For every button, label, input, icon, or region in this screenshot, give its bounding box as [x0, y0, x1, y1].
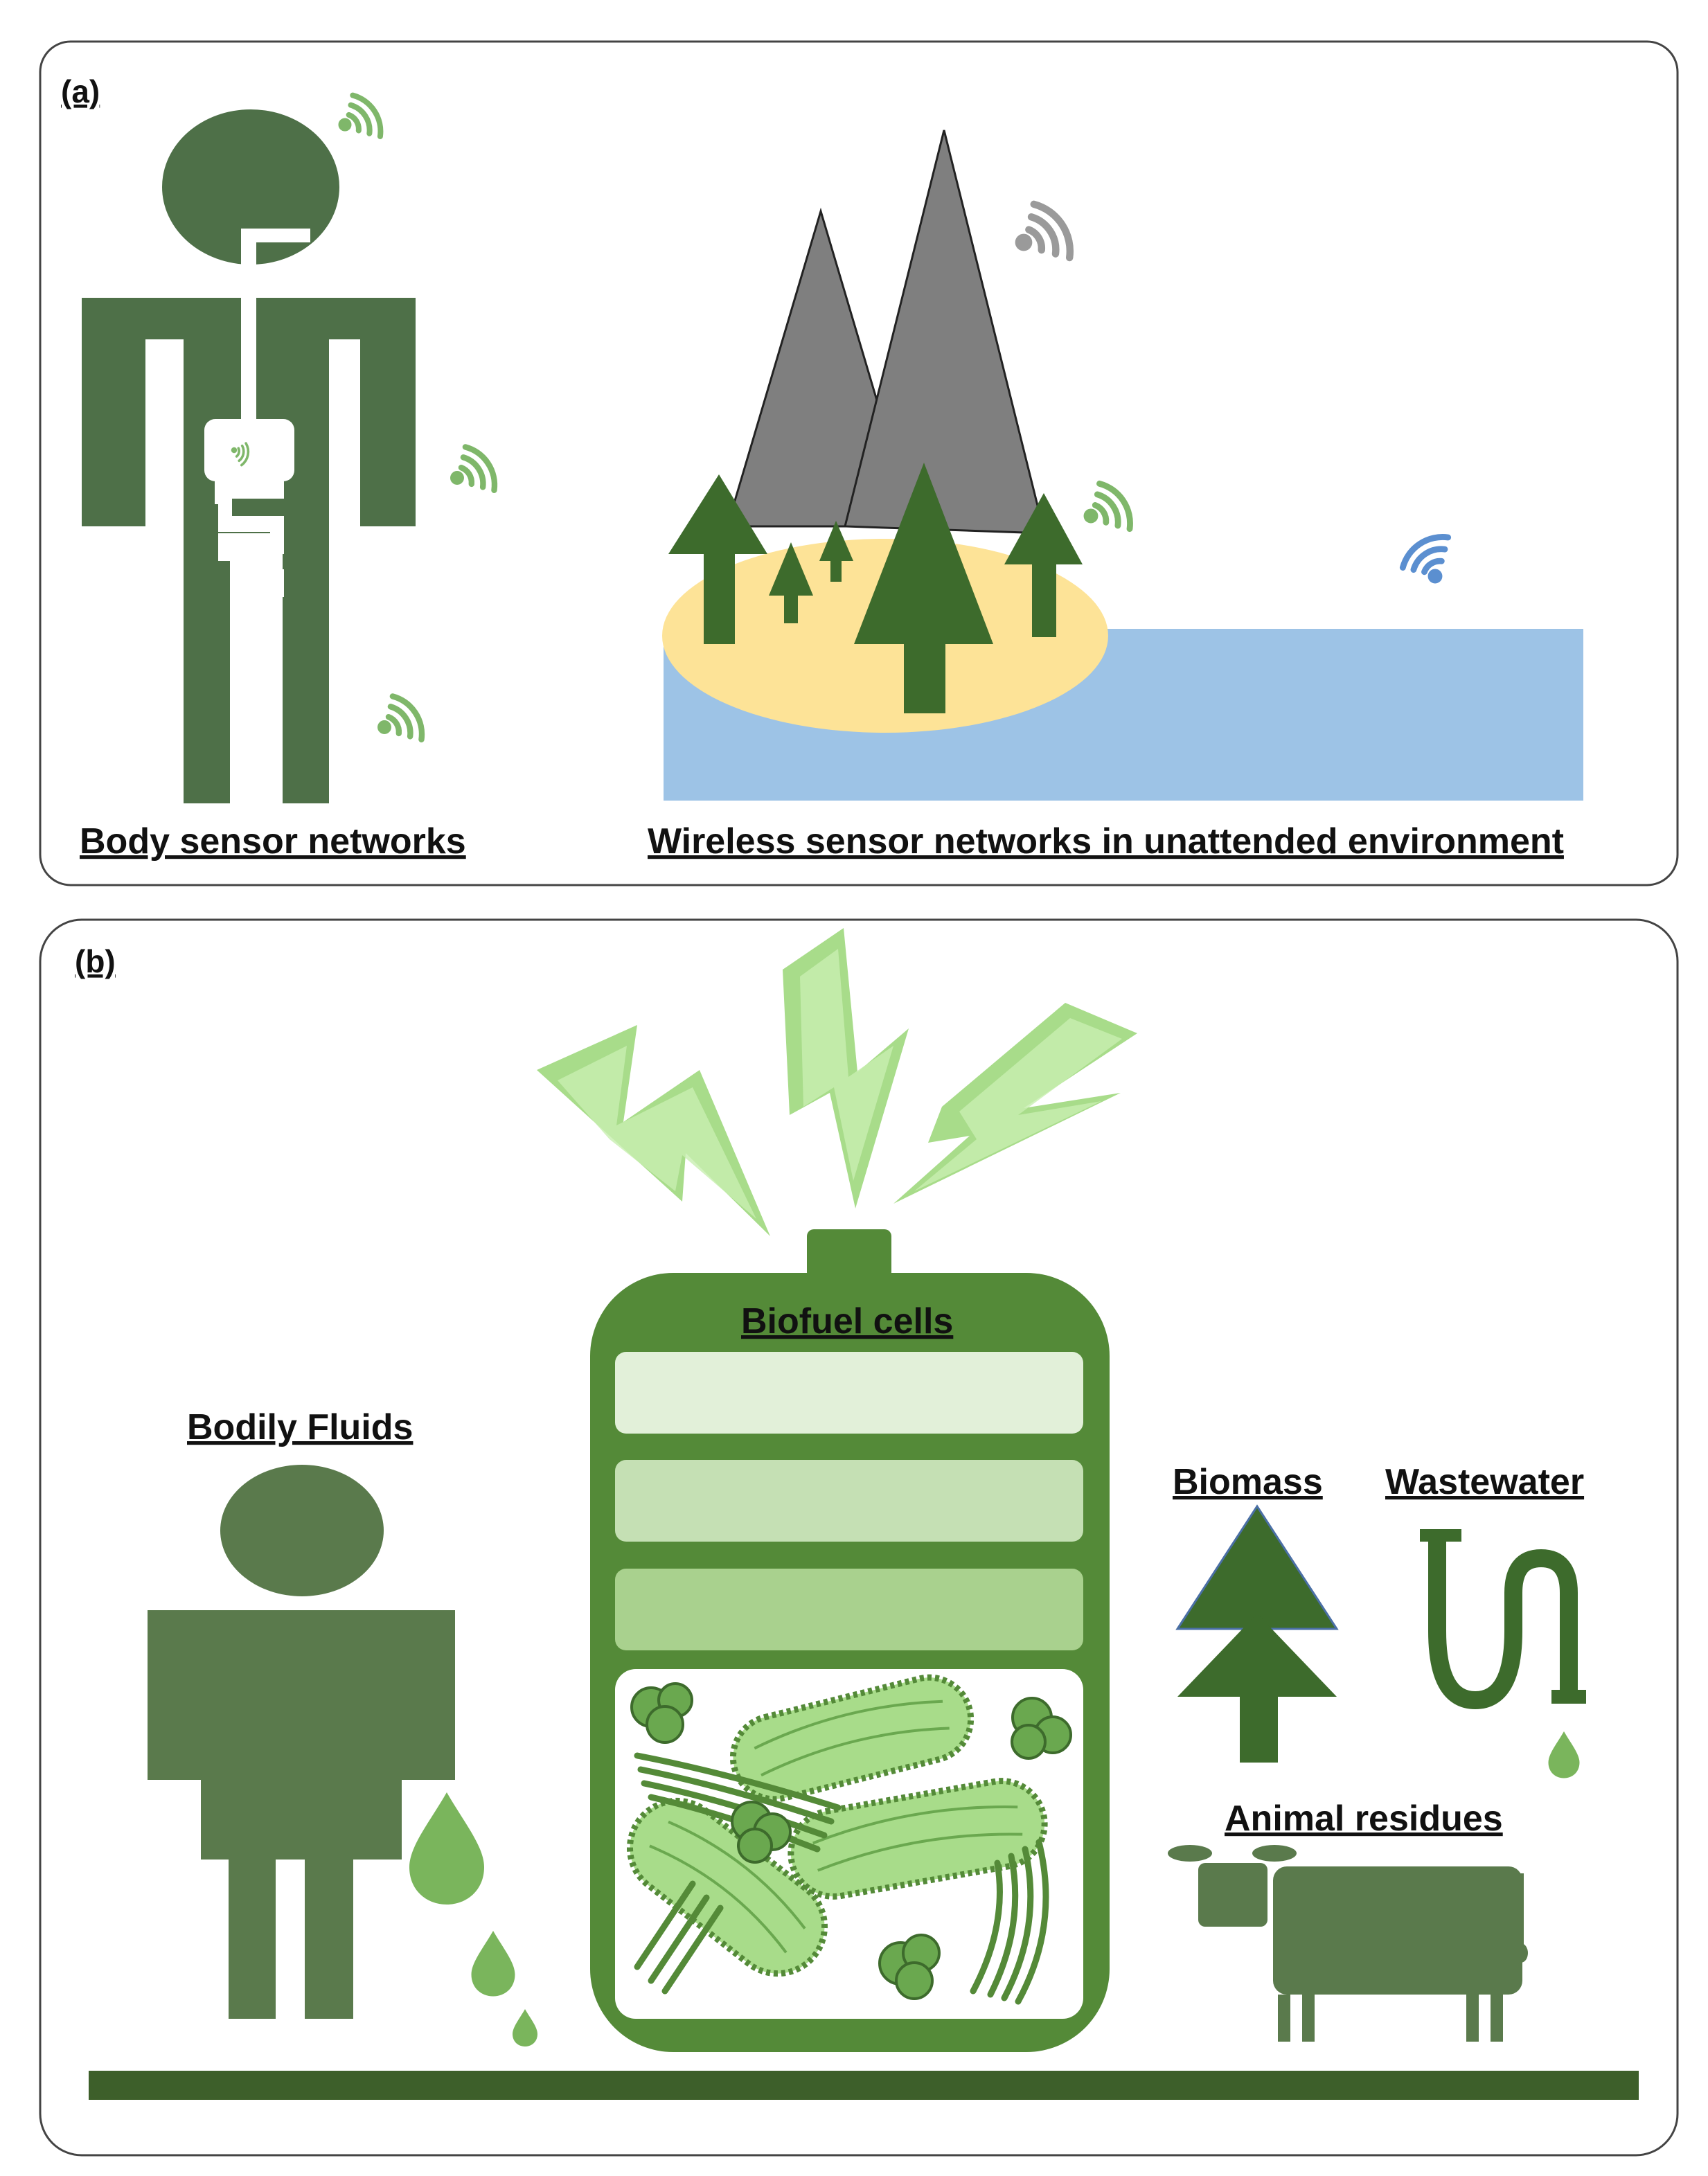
bacterium-rod-3: [788, 1778, 1048, 1900]
tree-small-1: [769, 542, 813, 623]
lightning-bolt-left: [537, 1025, 770, 1236]
tree-right: [1004, 493, 1083, 637]
environment-scene: [662, 130, 1583, 801]
animal-residues-label: Animal residues: [1225, 1799, 1503, 1839]
biomass-label: Biomass: [1173, 1462, 1323, 1502]
bacterium-rod-1: [729, 1674, 975, 1803]
biomass-tree-icon: [1175, 1504, 1339, 1763]
battery-cell-3: [615, 1569, 1083, 1650]
panel-b-tag: (b): [75, 943, 116, 979]
tree-far-left: [668, 474, 767, 644]
filament-bundle-2: [970, 1839, 1049, 2005]
ground-bar: [89, 2071, 1639, 2100]
battery-cell-2: [615, 1460, 1083, 1542]
microbe-cluster-2: [1011, 1697, 1072, 1760]
microbe-cluster-1: [630, 1682, 693, 1744]
microbe-cluster-4: [878, 1934, 941, 2000]
human-figure-bodily-fluids: [148, 1465, 455, 2019]
panel-a-tag: (a): [61, 73, 100, 109]
microbes-illustration: [627, 1674, 1072, 2005]
bodily-fluids-label: Bodily Fluids: [187, 1407, 413, 1447]
battery-cell-1: [615, 1352, 1083, 1434]
wsn-caption: Wireless sensor networks in unattended e…: [648, 821, 1564, 862]
biofuel-cells-label: Biofuel cells: [741, 1301, 953, 1341]
wastewater-label: Wastewater: [1385, 1462, 1584, 1502]
lightning-bolt-right: [893, 1003, 1137, 1204]
filament-bundle-3: [634, 1880, 724, 1995]
tree-center: [854, 463, 993, 713]
tree-small-2: [819, 521, 853, 582]
microbe-cluster-3: [731, 1801, 792, 1864]
biofuel-cell-battery: [590, 1229, 1110, 2052]
body-sensor-caption: Body sensor networks: [80, 821, 466, 862]
filament-bundle-1: [634, 1752, 842, 1853]
cow-icon: [1168, 1845, 1528, 2042]
lightning-bolt-center: [783, 928, 909, 1209]
wastewater-pipe-icon: [1420, 1529, 1586, 1710]
